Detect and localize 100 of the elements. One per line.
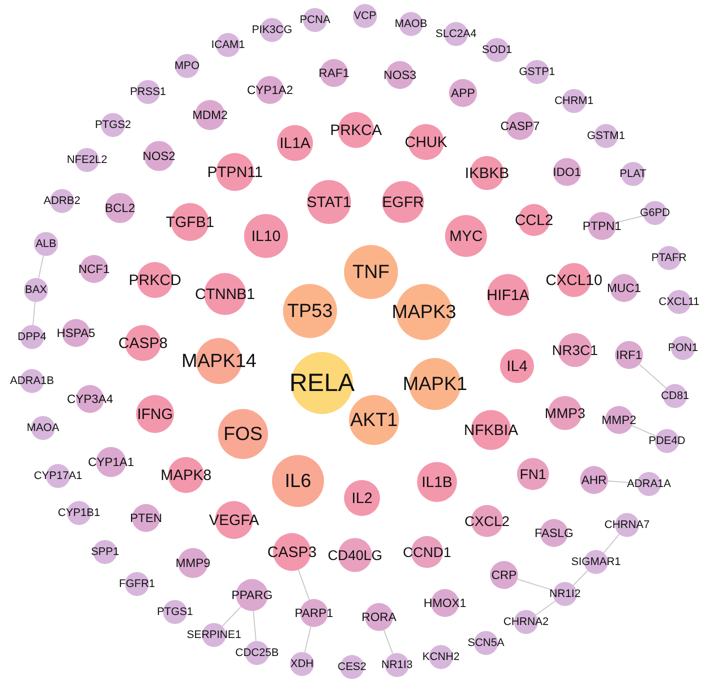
- gene-label: EGFR: [382, 194, 424, 210]
- gene-label: PTGS1: [156, 606, 194, 618]
- gene-node: [24, 278, 48, 302]
- interaction-line: [222, 606, 242, 627]
- gene-label: MAOB: [394, 18, 428, 30]
- gene-label: STAT1: [306, 194, 352, 210]
- gene-label: CXCL10: [546, 272, 602, 288]
- gene-label: NR1I2: [549, 588, 581, 600]
- gene-label: IL1B: [422, 474, 452, 490]
- gene-label: MAPK8: [160, 468, 212, 482]
- gene-label: ADRA1B: [10, 376, 54, 386]
- gene-label: BCL2: [104, 202, 136, 214]
- interaction-line: [572, 570, 588, 586]
- interaction-line: [615, 215, 644, 224]
- gene-label: ICAM1: [211, 40, 245, 50]
- interaction-line: [252, 610, 256, 642]
- gene-node: [93, 540, 117, 564]
- gene-label: ADRB2: [44, 196, 80, 206]
- gene-label: KCNH2: [422, 652, 460, 662]
- gene-node: [517, 458, 549, 490]
- gene-label: FOS: [223, 424, 263, 444]
- gene-label: SOD1: [482, 44, 512, 56]
- gene-label: CHUK: [404, 134, 448, 150]
- gene-node: [132, 504, 160, 532]
- gene-node: [490, 561, 518, 589]
- interaction-line: [638, 364, 667, 389]
- gene-label: MDM2: [192, 109, 228, 121]
- gene-label: TGFB1: [166, 214, 214, 230]
- gene-label: PARP1: [294, 607, 334, 619]
- gene-label: NR1I3: [381, 660, 413, 670]
- interaction-line: [603, 534, 620, 554]
- gene-label: CASP8: [118, 336, 168, 350]
- gene-node: [80, 255, 108, 283]
- gene-label: IL1A: [280, 136, 310, 150]
- gene-node: [500, 349, 534, 383]
- gene-label: PRKCD: [128, 272, 182, 288]
- gene-label: PTEN: [130, 512, 162, 524]
- gene-label: BAX: [24, 284, 47, 296]
- gene-node: [382, 181, 424, 223]
- gene-label: DPP4: [18, 332, 46, 342]
- gene-label: PTPN1: [582, 220, 622, 232]
- gene-label: APP: [450, 87, 475, 99]
- gene-node: [340, 655, 364, 679]
- gene-label: MMP9: [176, 557, 210, 569]
- interaction-line: [304, 626, 312, 653]
- gene-node: [580, 466, 608, 494]
- gene-node: [105, 193, 135, 223]
- gene-label: RORA: [362, 611, 396, 623]
- gene-label: CYP17A1: [34, 470, 82, 482]
- gene-label: MMP2: [602, 414, 636, 426]
- gene-label: MUC1: [607, 282, 642, 294]
- gene-label: PDE4D: [648, 436, 686, 446]
- gene-label: TNF: [352, 262, 390, 282]
- gene-node: [621, 162, 645, 186]
- gene-label: CYP1B1: [58, 508, 100, 518]
- gene-node: [349, 395, 399, 445]
- gene-label: NCF1: [78, 263, 110, 275]
- gene-label: VEGFA: [208, 512, 260, 528]
- gene-node: [417, 462, 457, 502]
- gene-label: CES2: [338, 662, 366, 672]
- interaction-line: [631, 425, 656, 437]
- gene-label: IL6: [284, 472, 312, 490]
- gene-node: [445, 215, 487, 257]
- gene-label: FGFR1: [118, 578, 156, 590]
- gene-node: [34, 232, 58, 256]
- gene-label: CHRNA7: [604, 520, 650, 530]
- gene-label: TP53: [287, 302, 333, 320]
- gene-node: [615, 341, 643, 369]
- gene-label: MPO: [174, 60, 200, 72]
- gene-node: [344, 480, 380, 516]
- gene-label: MAPK3: [392, 302, 456, 322]
- gene-node: [663, 384, 687, 408]
- gene-label: SCN5A: [468, 638, 504, 648]
- gene-label: MAOA: [26, 422, 60, 434]
- gene-label: CHRM1: [554, 96, 594, 106]
- gene-label: SLC2A4: [436, 28, 476, 40]
- gene-label: AKT1: [350, 410, 398, 430]
- gene-label: PTGS2: [94, 120, 132, 130]
- gene-label: IL2: [352, 490, 372, 506]
- gene-label: IDO1: [553, 166, 582, 178]
- gene-label: SIGMAR1: [571, 556, 621, 568]
- gene-label: FASLG: [534, 527, 574, 539]
- gene-label: IL10: [251, 228, 281, 244]
- interaction-line: [32, 301, 36, 326]
- interaction-line: [298, 569, 310, 600]
- gene-label: CXCL11: [658, 296, 700, 308]
- gene-node: [553, 158, 581, 186]
- gene-node: [307, 180, 351, 224]
- gene-label: ADRA1A: [626, 478, 672, 490]
- gene-node: [449, 79, 477, 107]
- gene-label: IKBKB: [464, 166, 510, 180]
- gene-label: ALB: [36, 238, 56, 250]
- gene-node: [244, 214, 288, 258]
- gene-node: [218, 409, 268, 459]
- gene-label: MAPK14: [182, 352, 256, 370]
- gene-label: SERPINE1: [186, 630, 242, 640]
- gene-label: HIF1A: [486, 288, 530, 302]
- gene-label: MAPK1: [402, 374, 468, 394]
- gene-label: NFKBIA: [464, 422, 518, 438]
- gene-label: IL4: [506, 358, 528, 374]
